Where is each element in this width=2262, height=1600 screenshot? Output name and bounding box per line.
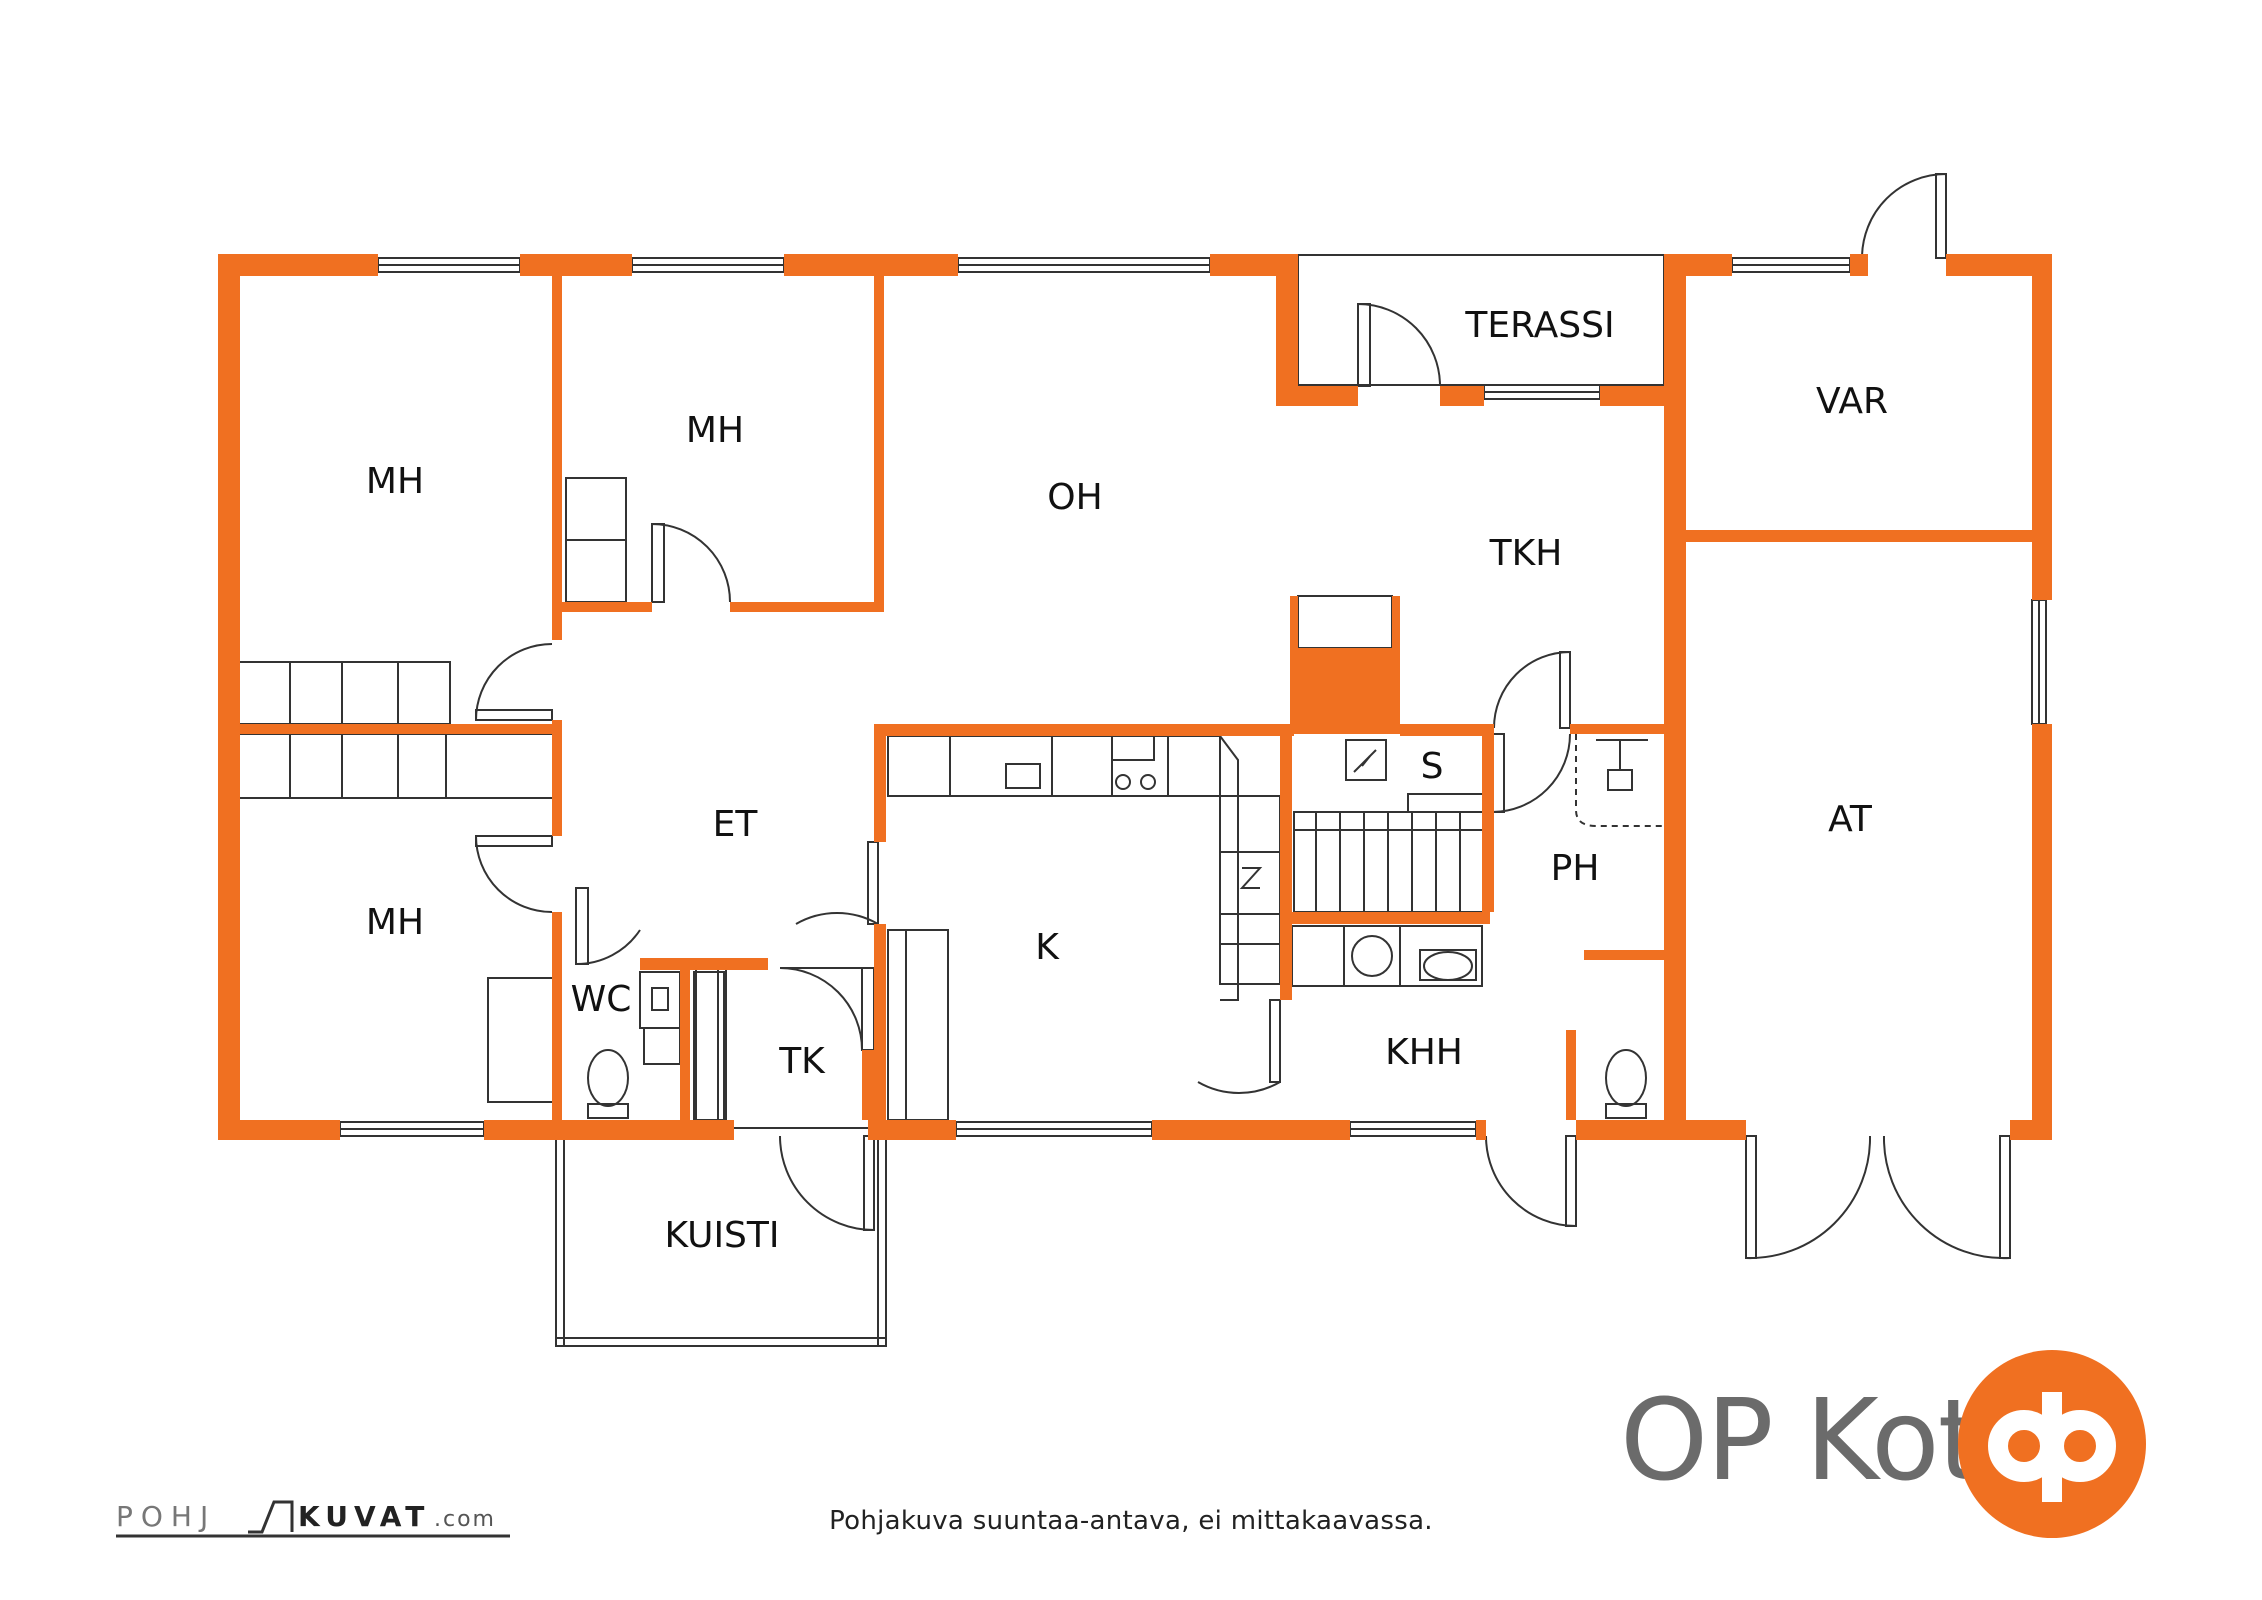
walls	[218, 254, 2052, 1140]
room-label-var: VAR	[1816, 381, 1888, 422]
room-label-at: AT	[1828, 799, 1873, 840]
door	[1745, 1135, 1872, 1260]
brand-name: OP Koti	[1620, 1376, 2011, 1506]
pohjakuvat-logo: POHJ KUVAT .com	[116, 1500, 510, 1538]
disclaimer-caption: Pohjakuva suuntaa-antava, ei mittakaavas…	[829, 1506, 1433, 1536]
room-label-k: K	[1035, 927, 1060, 968]
fixtures	[235, 254, 2047, 1347]
pohjakuvat-logo-part3: .com	[434, 1507, 496, 1532]
door	[1197, 1000, 1281, 1094]
door	[1485, 1135, 1577, 1228]
pohjakuvat-logo-part2: KUVAT	[298, 1500, 430, 1533]
op-logo-icon	[1958, 1350, 2146, 1538]
room-label-khh: KHH	[1385, 1032, 1463, 1073]
door	[795, 842, 879, 926]
room-label-tkh: TKH	[1489, 533, 1563, 574]
door	[779, 1135, 875, 1232]
room-label-et: ET	[713, 804, 759, 845]
room-label-mh-2: MH	[686, 410, 744, 451]
room-label-kuisti: KUISTI	[664, 1215, 779, 1256]
pohjakuvat-logo-part1: POHJ	[116, 1500, 216, 1533]
door	[1861, 172, 1947, 259]
room-label-ph: PH	[1551, 848, 1600, 889]
room-label-wc: WC	[571, 979, 632, 1020]
room-label-terassi: TERASSI	[1464, 305, 1614, 346]
doors	[474, 172, 2011, 1260]
door	[1493, 650, 1571, 729]
room-label-tk: TK	[778, 1041, 826, 1082]
room-label-s: S	[1421, 746, 1444, 787]
door	[779, 967, 863, 1051]
room-label-mh-3: MH	[366, 902, 424, 943]
door	[474, 835, 553, 913]
door	[1882, 1135, 2011, 1260]
room-label-oh: OH	[1047, 477, 1102, 518]
door	[575, 888, 641, 966]
room-label-mh-1: MH	[366, 461, 424, 502]
door	[474, 643, 553, 721]
room-labels: MH MH MH OH TERASSI VAR TKH ET K S PH AT…	[366, 305, 1888, 1256]
